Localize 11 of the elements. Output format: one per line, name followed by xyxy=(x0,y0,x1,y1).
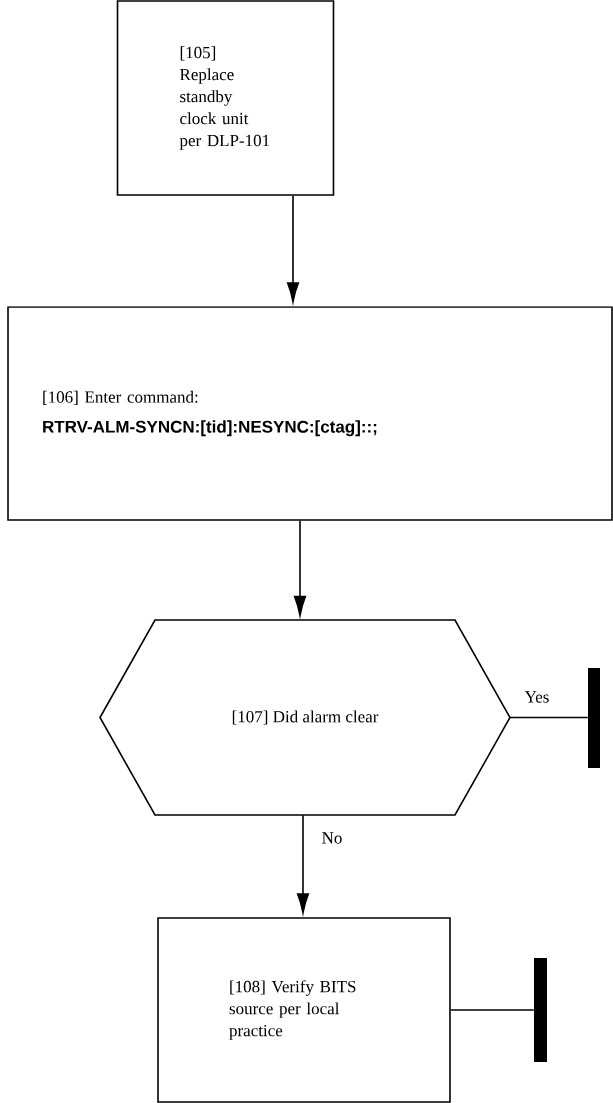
process-box: [105] Replace standby clock unit per DLP-101 xyxy=(116,0,335,196)
edge-label: No xyxy=(320,831,344,845)
arrow xyxy=(296,814,310,914)
arrow xyxy=(286,195,300,303)
process-box: [108] Verify BITS source per local practice xyxy=(157,917,451,1103)
process-box: [106] Enter command: RTRV-ALM-SYNCN:[tid]:NESYNC:[ctag]::; xyxy=(7,306,613,521)
arrow xyxy=(293,520,307,617)
end-bar xyxy=(588,668,600,768)
edge-label: Yes xyxy=(523,690,551,704)
decision-hexagon: [107] Did alarm clear xyxy=(99,619,511,816)
end-bar xyxy=(534,958,547,1062)
